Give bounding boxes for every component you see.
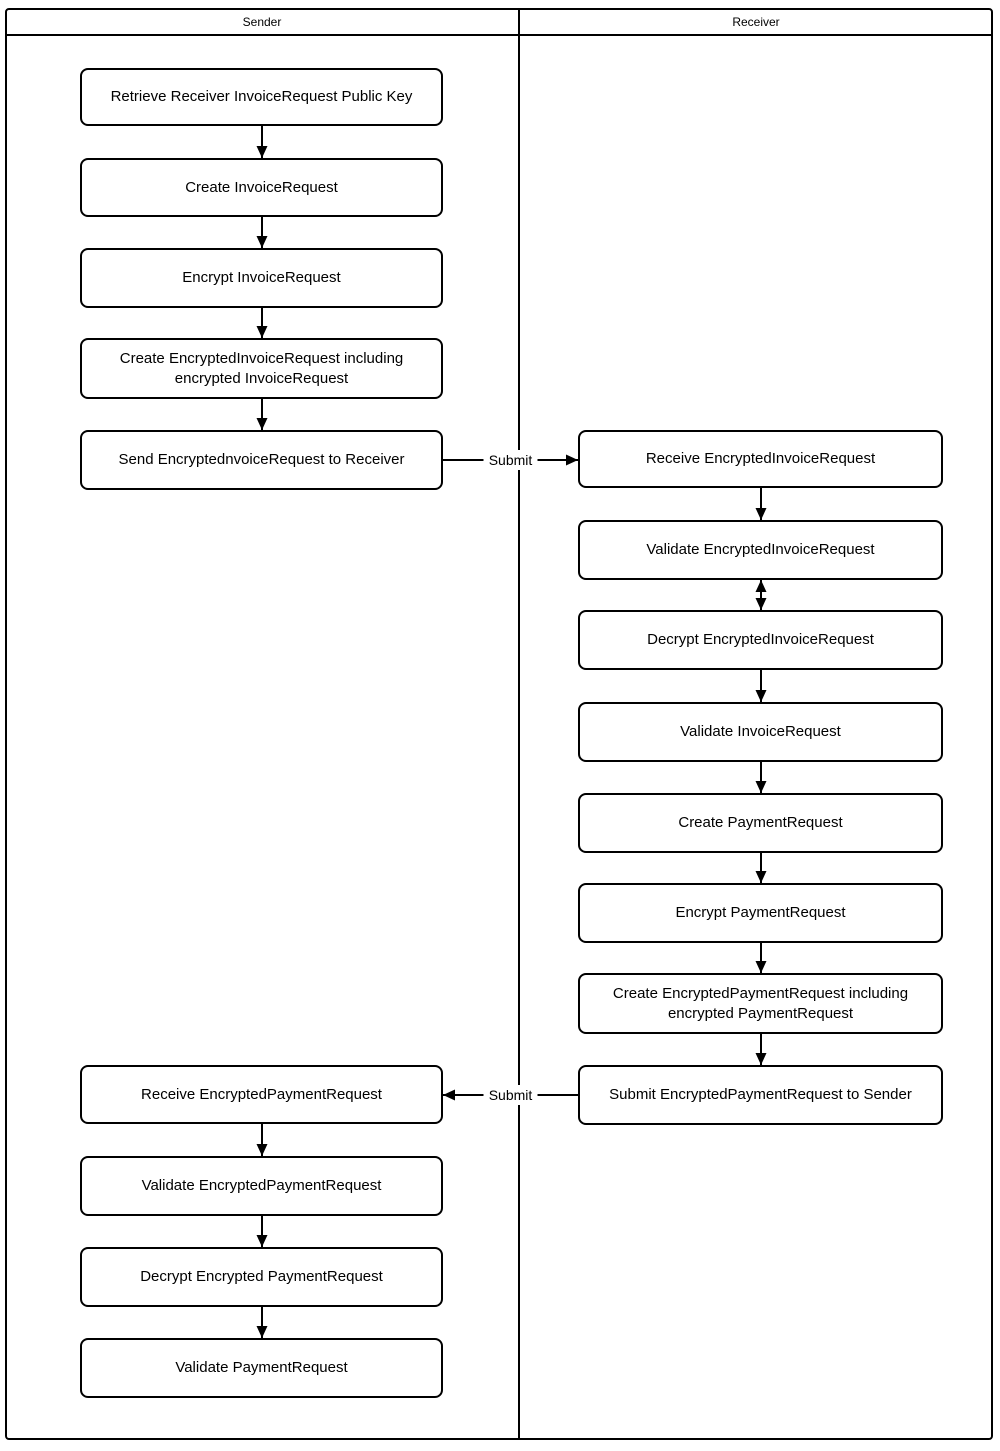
diagram-border — [5, 8, 993, 1440]
flow-step-receive-encryptedpaymentrequest: Receive EncryptedPaymentRequest — [80, 1065, 443, 1124]
flow-step-validate-encryptedpaymentrequest: Validate EncryptedPaymentRequest — [80, 1156, 443, 1216]
flow-step-create-invoicerequest: Create InvoiceRequest — [80, 158, 443, 217]
lane-header-underline — [5, 34, 993, 36]
flow-step-decrypt-encrypted-paymentrequest: Decrypt Encrypted PaymentRequest — [80, 1247, 443, 1307]
flow-step-retrieve-receiver-invoicerequest-public-key: Retrieve Receiver InvoiceRequest Public … — [80, 68, 443, 126]
flow-step-encrypt-paymentrequest: Encrypt PaymentRequest — [578, 883, 943, 943]
flow-step-encrypt-invoicerequest: Encrypt InvoiceRequest — [80, 248, 443, 308]
flow-step-create-paymentrequest: Create PaymentRequest — [578, 793, 943, 853]
flow-step-receive-encryptedinvoicerequest: Receive EncryptedInvoiceRequest — [578, 430, 943, 488]
lane-divider — [518, 8, 520, 1440]
flow-step-submit-encryptedpaymentrequest-to-sender: Submit EncryptedPaymentRequest to Sender — [578, 1065, 943, 1125]
flow-step-validate-invoicerequest: Validate InvoiceRequest — [578, 702, 943, 762]
lane-header-receiver: Receiver — [732, 14, 780, 29]
flow-step-decrypt-encryptedinvoicerequest: Decrypt EncryptedInvoiceRequest — [578, 610, 943, 670]
flow-step-create-encryptedpaymentrequest: Create EncryptedPaymentRequest including… — [578, 973, 943, 1034]
flow-step-validate-paymentrequest: Validate PaymentRequest — [80, 1338, 443, 1398]
flow-step-create-encryptedinvoicerequest: Create EncryptedInvoiceRequest including… — [80, 338, 443, 399]
flow-step-validate-encryptedinvoicerequest: Validate EncryptedInvoiceRequest — [578, 520, 943, 580]
flow-step-send-encryptedinvoicerequest-to-receiver: Send EncryptednvoiceRequest to Receiver — [80, 430, 443, 490]
lane-header-sender: Sender — [242, 14, 282, 29]
